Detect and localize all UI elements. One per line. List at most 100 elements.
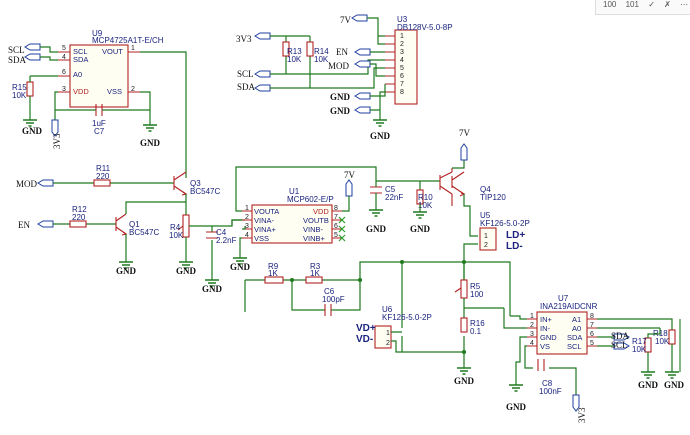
u3-pins: 1 2 3 4 5 6 7 8 [400,33,404,96]
u7-body[interactable] [536,311,588,355]
gnd-u1: GND [230,262,251,272]
r18-value: 10K [655,337,670,346]
u6-value: KF126-5.0-2P [382,313,432,322]
gnd-r15: GND [22,126,43,136]
svg-text:7: 7 [590,322,594,329]
svg-text:6: 6 [334,223,338,230]
u7-pin-inm: IN- [540,324,551,333]
check-icon[interactable]: ✓ [648,0,655,9]
net-sda-u7: SDA [611,331,630,341]
toolbar-item-2[interactable]: 101 [625,0,639,9]
c5-ref: C5 [385,185,396,194]
net-3v3-u3: 3V3 [236,34,252,44]
u9-pin-a0: A0 [73,70,82,79]
u1-ref: U1 [289,187,300,196]
u3-body[interactable] [394,29,418,105]
u9-body[interactable] [69,44,129,108]
u9-pin-vss: VSS [107,87,122,96]
u9-pin-vout: VOUT [102,47,123,56]
r3[interactable] [305,276,323,284]
net-sda-u3: SDA [237,82,256,92]
r11[interactable] [93,179,111,187]
r16-value: 0.1 [470,327,482,336]
u5-body[interactable] [479,227,497,251]
net-scl-u3: SCL [237,69,254,79]
r5[interactable] [460,279,468,299]
gnd-c5: GND [366,224,387,234]
r4[interactable] [182,214,190,238]
u6-num-2: 2 [386,340,390,347]
svg-text:5: 5 [400,65,404,72]
gnd-c4: GND [202,284,223,294]
u7-pin-sda: SDA [567,333,582,342]
u1-body[interactable] [251,204,333,244]
r16[interactable] [460,317,468,333]
svg-text:4: 4 [245,232,249,239]
u9-num-2: 2 [131,86,135,93]
svg-text:4: 4 [400,57,404,64]
r14-ref: R14 [314,47,329,56]
u7-pin-a0: A0 [572,324,581,333]
r18-ref: R18 [653,329,668,338]
q3-value: BC547C [190,187,220,196]
u7-pin-numbers: 1 2 3 4 8 7 6 5 [530,313,594,347]
u1-pin-voutb: VOUTB [303,216,329,225]
r5-value: 100 [470,290,484,299]
r12-ref: R12 [72,205,87,214]
net-en-q1: EN [18,220,30,230]
u7-pin-a1: A1 [572,315,581,324]
gnd-u3-c: GND [370,131,391,141]
u9-num-5: 5 [62,45,66,52]
more-icon[interactable]: ⋯ [680,0,689,9]
gnd-r10: GND [410,224,431,234]
r17-value: 10K [632,345,647,354]
q4-value: TIP120 [480,193,506,202]
net-mod-u3: MOD [328,61,350,71]
u9-pin-sda: SDA [73,55,88,64]
svg-text:7: 7 [334,214,338,221]
svg-text:6: 6 [400,73,404,80]
svg-text:5: 5 [334,232,338,239]
svg-text:2: 2 [400,41,404,48]
u6-body[interactable] [374,325,392,349]
svg-text:2: 2 [245,214,249,221]
u6-ref: U6 [382,305,393,314]
net-scl-u7: SCL [611,340,628,350]
u1-pin-vinap: VINA+ [254,225,277,234]
u7-ref: U7 [558,294,569,303]
r14[interactable] [306,41,314,57]
r12[interactable] [69,220,87,228]
r15-value: 10K [12,91,27,100]
r11-ref: R11 [96,164,111,173]
r14-value: 10K [314,55,329,64]
r18[interactable] [668,329,676,345]
svg-text:8: 8 [334,205,338,212]
svg-text:7: 7 [400,81,404,88]
u5-value: KF126-5.0-2P [480,219,530,228]
net-7v-q4: 7V [459,128,471,138]
r13[interactable] [282,41,290,57]
gnd-r17: GND [638,380,659,390]
r17-ref: R17 [632,337,647,346]
r9[interactable] [264,276,284,284]
c8-ref: C8 [542,379,553,388]
u9-num-4: 4 [62,54,66,61]
q3-ref: Q3 [190,179,201,188]
c6-value: 100pF [322,295,345,304]
svg-text:3: 3 [400,49,404,56]
gnd-r4: GND [176,266,197,276]
q4-ref: Q4 [480,185,491,194]
r10-ref: R10 [418,193,433,202]
cross-icon[interactable]: ✗ [664,0,671,9]
u9-num-6: 6 [62,69,66,76]
svg-text:3: 3 [245,223,249,230]
r15[interactable] [26,81,34,97]
r3-ref: R3 [310,262,321,271]
svg-text:8: 8 [590,313,594,320]
toolbar-item-1[interactable]: 100 [603,0,617,9]
c4-value: 2.2nF [216,236,237,245]
u9-pin-vdd: VDD [73,87,89,96]
r11-value: 220 [96,172,110,181]
